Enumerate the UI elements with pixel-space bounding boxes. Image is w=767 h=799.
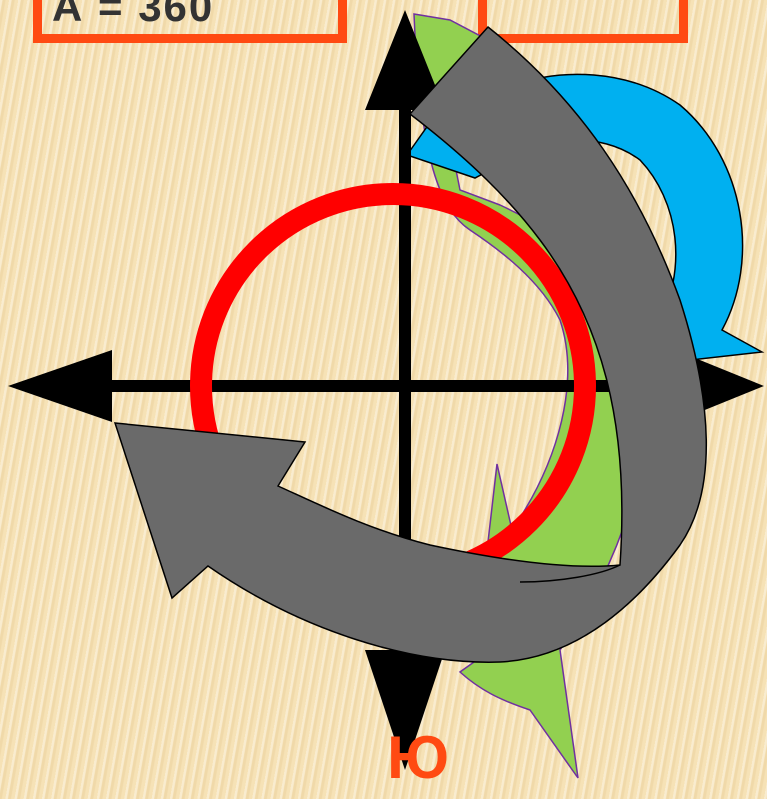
- west-arrowhead: [8, 350, 112, 422]
- south-label: Ю: [378, 728, 458, 788]
